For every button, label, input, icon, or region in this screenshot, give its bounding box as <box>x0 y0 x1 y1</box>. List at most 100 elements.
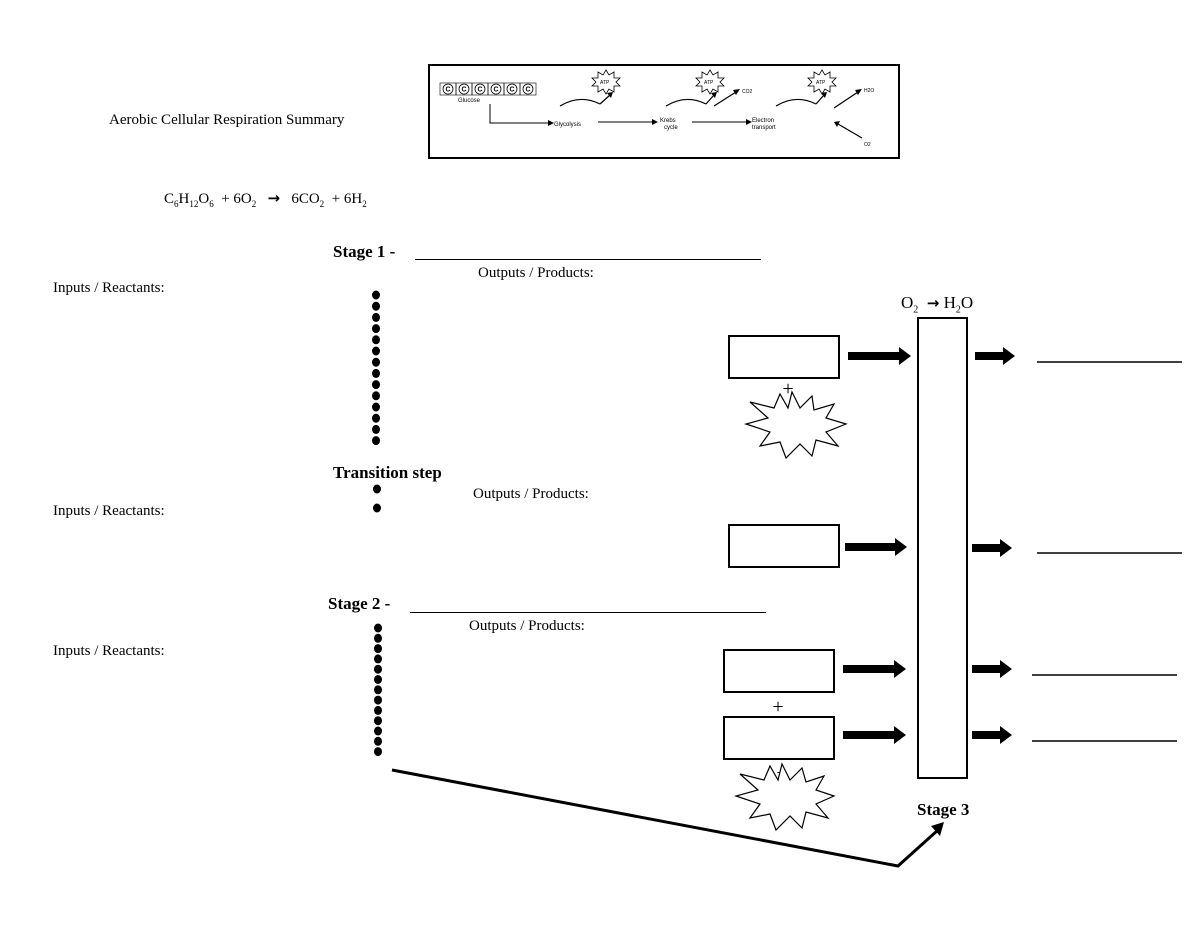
stage1-to-bar-arrow <box>848 347 911 365</box>
dot <box>372 391 380 401</box>
transition-output-box <box>728 524 840 568</box>
dot <box>374 664 382 674</box>
stage3-label: Stage 3 <box>917 800 970 819</box>
dot <box>374 633 382 643</box>
stage3-header-equation: O2 → H2O <box>901 293 974 316</box>
carbon-atom <box>474 83 486 95</box>
carbon-atom-label: C <box>509 87 514 94</box>
atp-burst-electron-transport: ATP H2O O2 <box>775 69 874 148</box>
electron-label-1: Electron <box>752 118 774 124</box>
dot <box>373 484 381 494</box>
dot <box>372 335 380 345</box>
stage2-to-stage3-connector <box>391 768 940 868</box>
overview-diagram: C C C C C C Glucose Glycolysis Krebs cycle El… <box>439 69 874 148</box>
transition-dot-column <box>373 484 381 513</box>
dot <box>373 503 381 513</box>
carbon-atom <box>458 83 470 95</box>
dot <box>374 747 382 757</box>
connector-arrowhead <box>931 822 944 836</box>
dot <box>374 654 382 664</box>
stage2-outputs-label: Outputs / Products: <box>469 618 585 634</box>
stage1-outputs-label: Outputs / Products: <box>478 265 594 281</box>
dot <box>372 357 380 367</box>
dot <box>374 685 382 695</box>
stage2-output-box-1 <box>723 649 835 693</box>
bar-output-arrow-2 <box>972 539 1012 557</box>
carbon-atom-label: C <box>461 87 466 94</box>
transition-step-label: Transition step <box>333 463 442 482</box>
dot <box>374 726 382 736</box>
dot <box>372 436 380 446</box>
dot <box>372 290 380 300</box>
svg-text:ATP: ATP <box>816 80 826 86</box>
dot <box>374 705 382 715</box>
stage1-name-blank[interactable] <box>415 259 761 260</box>
dot <box>374 736 382 746</box>
dot <box>374 675 382 684</box>
o2-label: O2 <box>864 142 871 148</box>
transition-to-bar-arrow <box>845 538 907 556</box>
carbon-atom-label: C <box>525 87 530 94</box>
h2o-label: H2O <box>864 88 874 94</box>
arrows-into-bar <box>843 347 911 744</box>
electron-label-2: transport <box>752 125 776 131</box>
svg-text:ATP: ATP <box>600 80 610 86</box>
transition-inputs-label: Inputs / Reactants: <box>53 503 165 519</box>
carbon-atom-label: C <box>493 87 498 94</box>
carbon-atom-label: C <box>445 87 450 94</box>
dot <box>374 644 382 654</box>
co2-label: CO2 <box>742 89 753 95</box>
dot <box>372 312 380 322</box>
stage1-label: Stage 1 - <box>333 242 396 261</box>
glycolysis-label: Glycolysis <box>554 122 581 128</box>
dot <box>372 324 380 334</box>
carbon-atom <box>442 83 454 95</box>
glucose-connector <box>489 104 548 124</box>
worksheet-title: Aerobic Cellular Respiration Summary <box>109 112 345 128</box>
carbon-atom <box>490 83 502 95</box>
dot <box>372 424 380 434</box>
stage2-name-blank[interactable] <box>410 612 766 613</box>
stage3-electron-transport-bar <box>917 317 968 779</box>
arrows-out-of-bar <box>972 347 1015 744</box>
stage2-box1-to-bar-arrow <box>843 660 906 678</box>
stage2-atp-starburst <box>733 762 836 832</box>
stage2-label: Stage 2 - <box>328 594 391 613</box>
stage1-output-box <box>728 335 840 379</box>
dot <box>372 402 380 412</box>
krebs-label-2: cycle <box>664 125 678 131</box>
carbon-atom-label: C <box>477 87 482 94</box>
dot <box>372 301 380 311</box>
dot <box>372 368 380 378</box>
transition-outputs-label: Outputs / Products: <box>473 486 589 502</box>
carbon-atom <box>506 83 518 95</box>
respiration-overview-figure: C C C C C C Glucose Glycolysis Krebs cycle El… <box>428 64 900 159</box>
bar-output-arrow-4 <box>972 726 1012 744</box>
stage1-inputs-label: Inputs / Reactants: <box>53 280 165 296</box>
atp-burst-glycolysis: ATP <box>559 69 621 107</box>
stage2-dot-column <box>374 623 382 757</box>
dot <box>374 716 382 726</box>
krebs-label-1: Krebs <box>660 118 676 124</box>
dot <box>372 346 380 356</box>
dot <box>374 623 382 633</box>
stage2-box2-to-bar-arrow <box>843 726 906 744</box>
carbon-atom <box>522 83 534 95</box>
atp-burst-krebs: ATP CO2 <box>665 69 753 107</box>
stage1-atp-starburst <box>743 390 848 460</box>
overall-equation: C6H12O6 + 6O2 → 6CO2 + 6H2 <box>164 189 367 209</box>
stage1-dot-column <box>372 290 380 446</box>
stage2-inputs-label: Inputs / Reactants: <box>53 643 165 659</box>
dot <box>372 413 380 423</box>
bar-output-arrow-3 <box>972 660 1012 678</box>
svg-text:ATP: ATP <box>704 80 714 86</box>
dot <box>372 380 380 390</box>
stage2-output-box-2 <box>723 716 835 760</box>
dot <box>374 695 382 705</box>
stage1-plus-sign: + <box>782 378 793 400</box>
glucose-label: Glucose <box>458 98 481 104</box>
bar-output-arrow-1 <box>975 347 1015 365</box>
stage2-plus-sign: + <box>772 696 783 718</box>
